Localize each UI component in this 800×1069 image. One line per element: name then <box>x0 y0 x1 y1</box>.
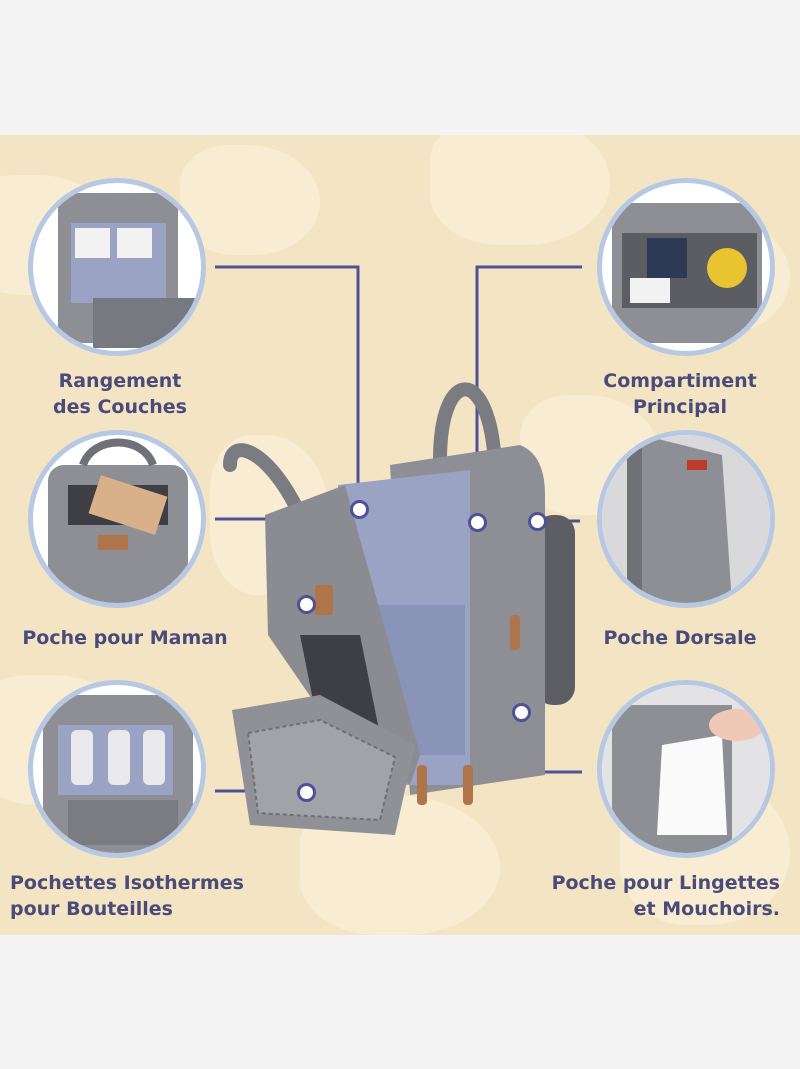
marker-diapers <box>350 500 369 519</box>
marker-mom <box>297 595 316 614</box>
thumbnail-diapers <box>28 178 206 356</box>
thumbnail-bottles <box>28 680 206 858</box>
thumbnail-wipes <box>597 680 775 858</box>
label-wipes: Poche pour Lingettes et Mouchoirs. <box>551 872 780 920</box>
label-bottles: Pochettes Isothermes pour Bouteilles <box>10 872 244 920</box>
marker-bottles <box>297 783 316 802</box>
thumbnail-mom-pocket <box>28 430 206 608</box>
marker-back <box>528 512 547 531</box>
connector-lines <box>215 265 582 835</box>
marker-main <box>468 513 487 532</box>
label-main-compartment: Compartiment Principal <box>603 370 757 418</box>
marker-wipes <box>512 703 531 722</box>
diaper-bag-illustration <box>223 382 575 835</box>
thumbnail-back-pocket <box>597 430 775 608</box>
thumbnail-main <box>597 178 775 356</box>
label-diapers: Rangement des Couches <box>53 370 187 418</box>
label-mom-pocket: Poche pour Maman <box>22 627 228 649</box>
label-back-pocket: Poche Dorsale <box>603 627 757 649</box>
